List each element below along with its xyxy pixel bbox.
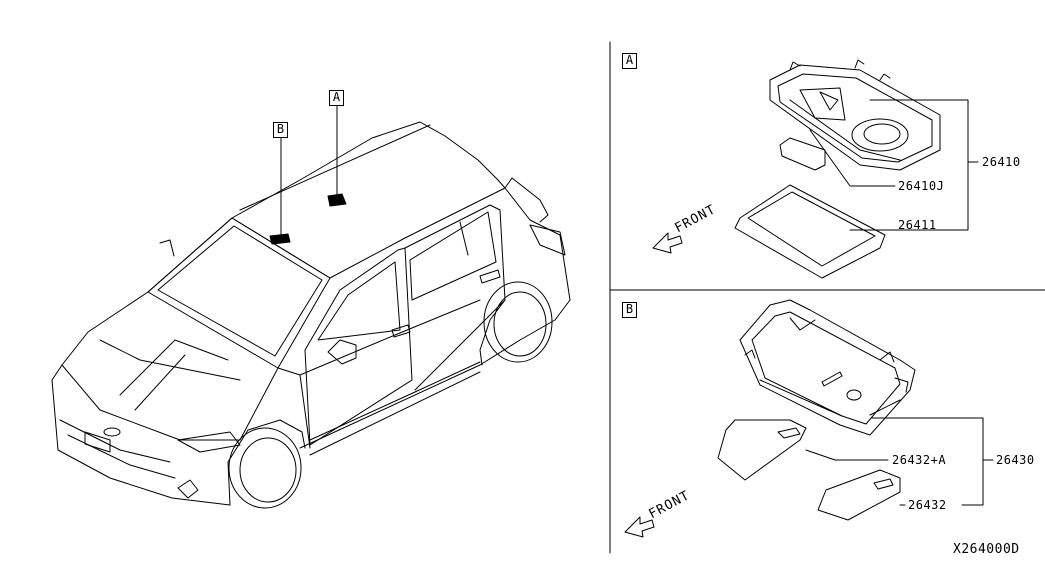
diagram-code: X264000D [953, 542, 1020, 557]
part-26410j-label[interactable]: 26410J [898, 179, 945, 193]
detail-b-illustration [624, 299, 994, 538]
detail-b-tag: B [622, 302, 637, 318]
part-26432a-label[interactable]: 26432+A [892, 453, 947, 467]
callout-b-tag[interactable]: B [273, 122, 288, 138]
part-26411-label[interactable]: 26411 [898, 218, 937, 232]
callout-a-tag[interactable]: A [329, 90, 344, 106]
detail-a-tag: A [622, 53, 637, 69]
vehicle-illustration [51, 104, 571, 509]
part-26432-label[interactable]: 26432 [908, 498, 947, 512]
detail-a-illustration [652, 59, 979, 279]
part-26410-label[interactable]: 26410 [982, 155, 1021, 169]
part-26430-label[interactable]: 26430 [996, 453, 1035, 467]
